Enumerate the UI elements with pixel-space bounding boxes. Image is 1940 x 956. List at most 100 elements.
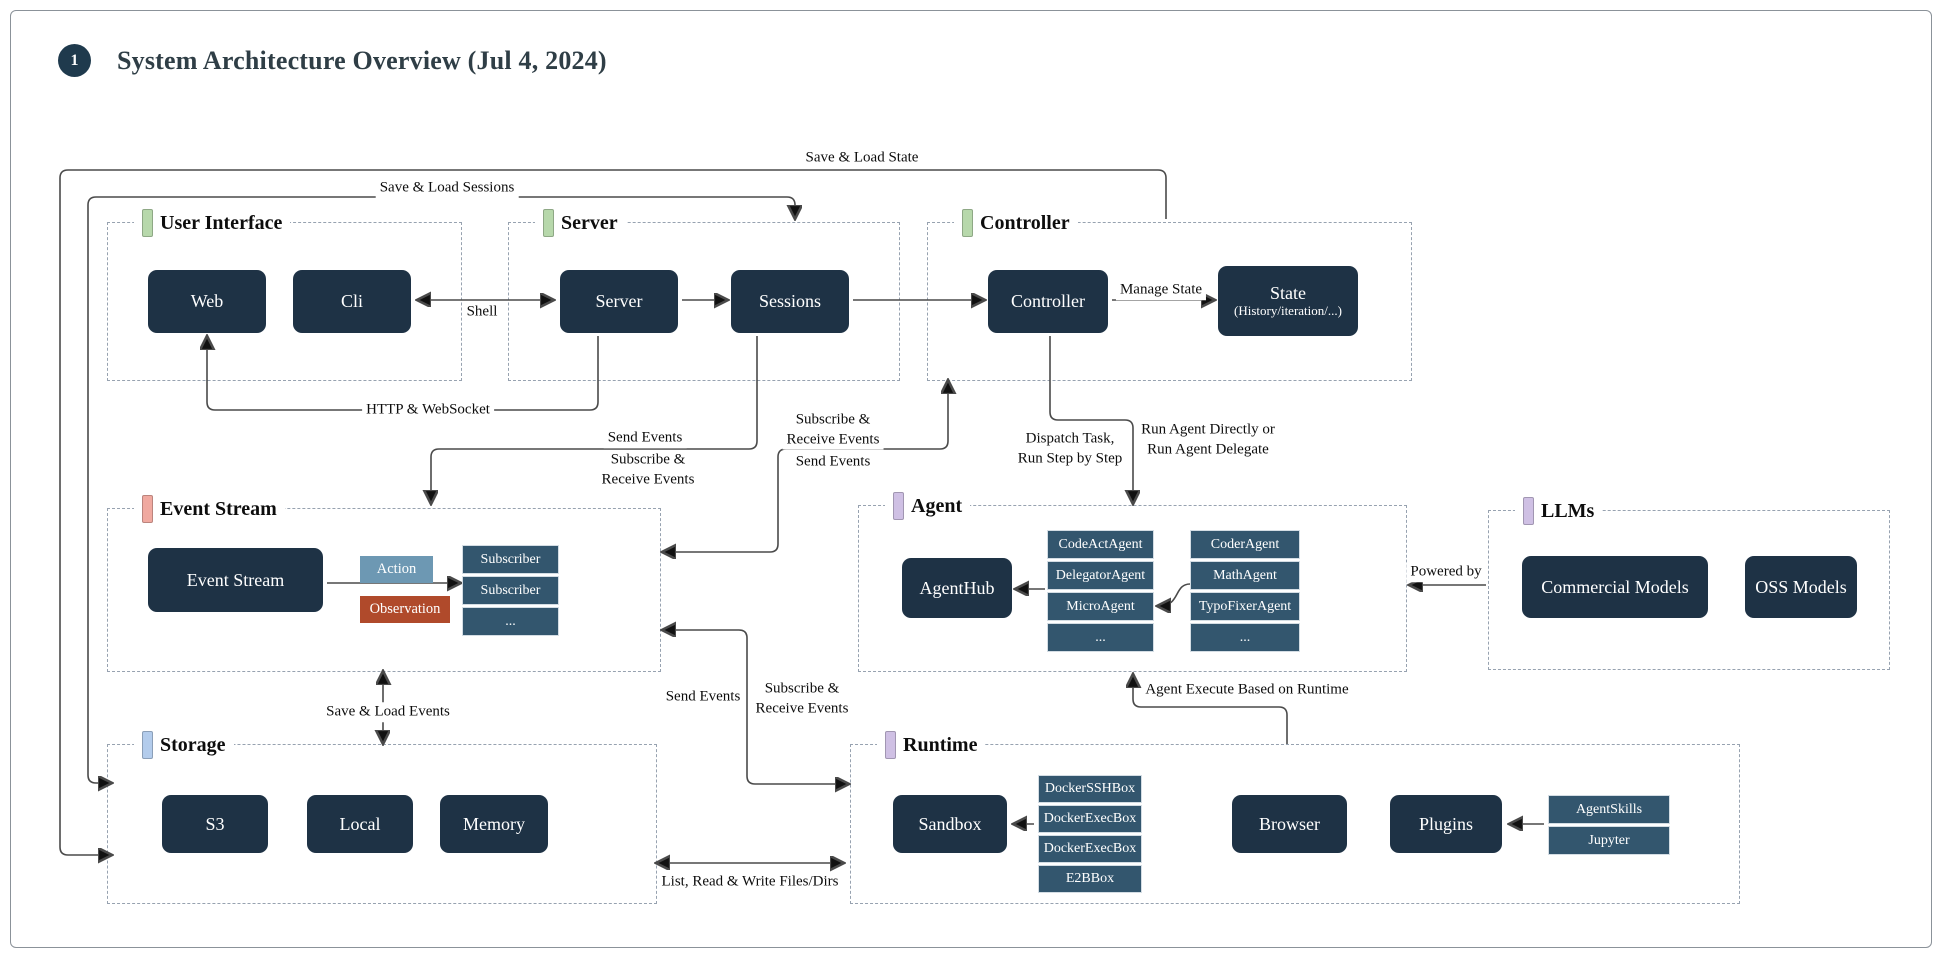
edge-label-shell: Shell	[462, 302, 502, 322]
diagram-frame	[10, 10, 1932, 948]
node-label: Browser	[1259, 813, 1320, 834]
group-label-text: Controller	[980, 211, 1070, 234]
stack-cell: DelegatorAgent	[1047, 561, 1154, 590]
edge-label-powered-by: Powered by	[1406, 562, 1486, 582]
edge-server-web-http	[207, 336, 599, 411]
edge-label-save-load-state: Save & Load State	[801, 148, 923, 168]
node-label: Event Stream	[186, 569, 285, 590]
node-label: Server	[595, 291, 643, 312]
group-label-runtime: Runtime	[877, 730, 986, 760]
stack-cell: TypoFixerAgent	[1190, 592, 1300, 621]
stack-subscribers: Subscriber Subscriber ...	[462, 545, 559, 636]
edge-label-subscribe-receive-runtime: Subscribe & Receive Events	[751, 679, 853, 719]
stack-agent-types: CodeActAgent DelegatorAgent MicroAgent .…	[1047, 530, 1154, 652]
edge-controller-agent	[1049, 336, 1133, 501]
node-label: Sessions	[758, 291, 821, 312]
edge-controller-eventstream	[665, 383, 948, 552]
node-label: Sandbox	[918, 813, 982, 834]
node-cli: Cli	[293, 270, 411, 333]
node-memory: Memory	[440, 795, 548, 853]
node-oss-models: OSS Models	[1745, 556, 1857, 618]
edge-label-agent-execute: Agent Execute Based on Runtime	[1141, 680, 1353, 700]
stack-cell: CodeActAgent	[1047, 530, 1154, 559]
group-tag-icon	[962, 209, 973, 237]
node-label: State	[1270, 283, 1306, 304]
chip-label: Observation	[369, 601, 441, 617]
stack-cell: DockerExecBox	[1038, 835, 1142, 863]
edge-label-list-read-write: List, Read & Write Files/Dirs	[657, 872, 843, 892]
node-label: Cli	[340, 291, 363, 312]
stack-cell: ...	[1190, 623, 1300, 652]
group-label-text: LLMs	[1541, 499, 1595, 522]
stack-cell: E2BBox	[1038, 865, 1142, 893]
node-sessions: Sessions	[731, 270, 849, 333]
stack-cell: ...	[462, 607, 559, 636]
stack-plugin-types: AgentSkills Jupyter	[1548, 795, 1670, 855]
stack-cell: CoderAgent	[1190, 530, 1300, 559]
node-label: Controller	[1011, 291, 1085, 312]
chip-label: Action	[376, 561, 417, 577]
node-commercial-models: Commercial Models	[1522, 556, 1708, 618]
node-server: Server	[560, 270, 678, 333]
chip-observation: Observation	[360, 596, 450, 623]
stack-cell: Jupyter	[1548, 826, 1670, 855]
node-sandbox: Sandbox	[893, 795, 1007, 853]
group-label-llms: LLMs	[1515, 496, 1603, 526]
edge-save-load-sessions	[87, 196, 795, 783]
group-tag-icon	[885, 731, 896, 759]
node-local: Local	[307, 795, 413, 853]
edge-label-save-load-events: Save & Load Events	[322, 702, 454, 722]
edge-label-send-events-runtime: Send Events	[661, 687, 745, 707]
node-browser: Browser	[1232, 795, 1347, 853]
chip-action: Action	[360, 556, 433, 583]
edge-label-run-agent: Run Agent Directly or Run Agent Delegate	[1137, 420, 1279, 460]
stack-cell: MathAgent	[1190, 561, 1300, 590]
node-label: S3	[205, 813, 225, 834]
node-label: AgentHub	[919, 577, 995, 598]
node-label: Memory	[463, 813, 525, 834]
node-controller: Controller	[988, 270, 1108, 333]
edge-community-agents-curve	[1160, 583, 1191, 606]
node-label: Web	[190, 291, 224, 312]
node-event-stream: Event Stream	[148, 548, 323, 612]
group-llms: LLMs	[1488, 496, 1890, 670]
edge-label-save-load-sessions: Save & Load Sessions	[375, 178, 519, 198]
stack-cell: Subscriber	[462, 576, 559, 605]
edge-eventstream-runtime	[665, 630, 846, 784]
node-sublabel: (History/iteration/...)	[1234, 302, 1342, 318]
node-plugins: Plugins	[1390, 795, 1502, 853]
step-number-badge: 1	[58, 44, 91, 77]
stack-cell: MicroAgent	[1047, 592, 1154, 621]
edge-label-http-websocket: HTTP & WebSocket	[362, 400, 494, 420]
stack-sandboxes: DockerSSHBox DockerExecBox DockerExecBox…	[1038, 775, 1142, 893]
node-label: OSS Models	[1755, 576, 1847, 597]
stack-cell: Subscriber	[462, 545, 559, 574]
stack-cell: DockerSSHBox	[1038, 775, 1142, 803]
stack-community-agents: CoderAgent MathAgent TypoFixerAgent ...	[1190, 530, 1300, 652]
node-state: State (History/iteration/...)	[1218, 266, 1358, 336]
edge-label-subscribe-receive-sessions: Subscribe & Receive Events	[597, 450, 699, 490]
page-title: System Architecture Overview (Jul 4, 202…	[117, 45, 607, 75]
stack-cell: ...	[1047, 623, 1154, 652]
node-agenthub: AgentHub	[902, 558, 1012, 618]
group-label-controller: Controller	[954, 208, 1078, 238]
group-label-text: Runtime	[903, 733, 978, 756]
node-s3: S3	[162, 795, 268, 853]
node-label: Plugins	[1418, 813, 1474, 834]
stack-cell: AgentSkills	[1548, 795, 1670, 824]
edge-label-subscribe-receive-controller: Subscribe & Receive Events	[782, 410, 884, 450]
node-label: Commercial Models	[1541, 576, 1689, 597]
edge-label-dispatch-task: Dispatch Task, Run Step by Step	[1013, 429, 1127, 469]
group-runtime: Runtime	[850, 730, 1740, 904]
edge-label-manage-state: Manage State	[1115, 280, 1207, 300]
stack-cell: DockerExecBox	[1038, 805, 1142, 833]
edge-runtime-agent-execute	[1133, 677, 1288, 744]
title-bar: 1 System Architecture Overview (Jul 4, 2…	[58, 44, 607, 77]
node-web: Web	[148, 270, 266, 333]
edge-label-send-events-sessions: Send Events	[603, 428, 687, 448]
node-label: Local	[339, 813, 381, 834]
group-tag-icon	[1523, 497, 1534, 525]
edge-label-send-events-controller: Send Events	[791, 452, 875, 472]
